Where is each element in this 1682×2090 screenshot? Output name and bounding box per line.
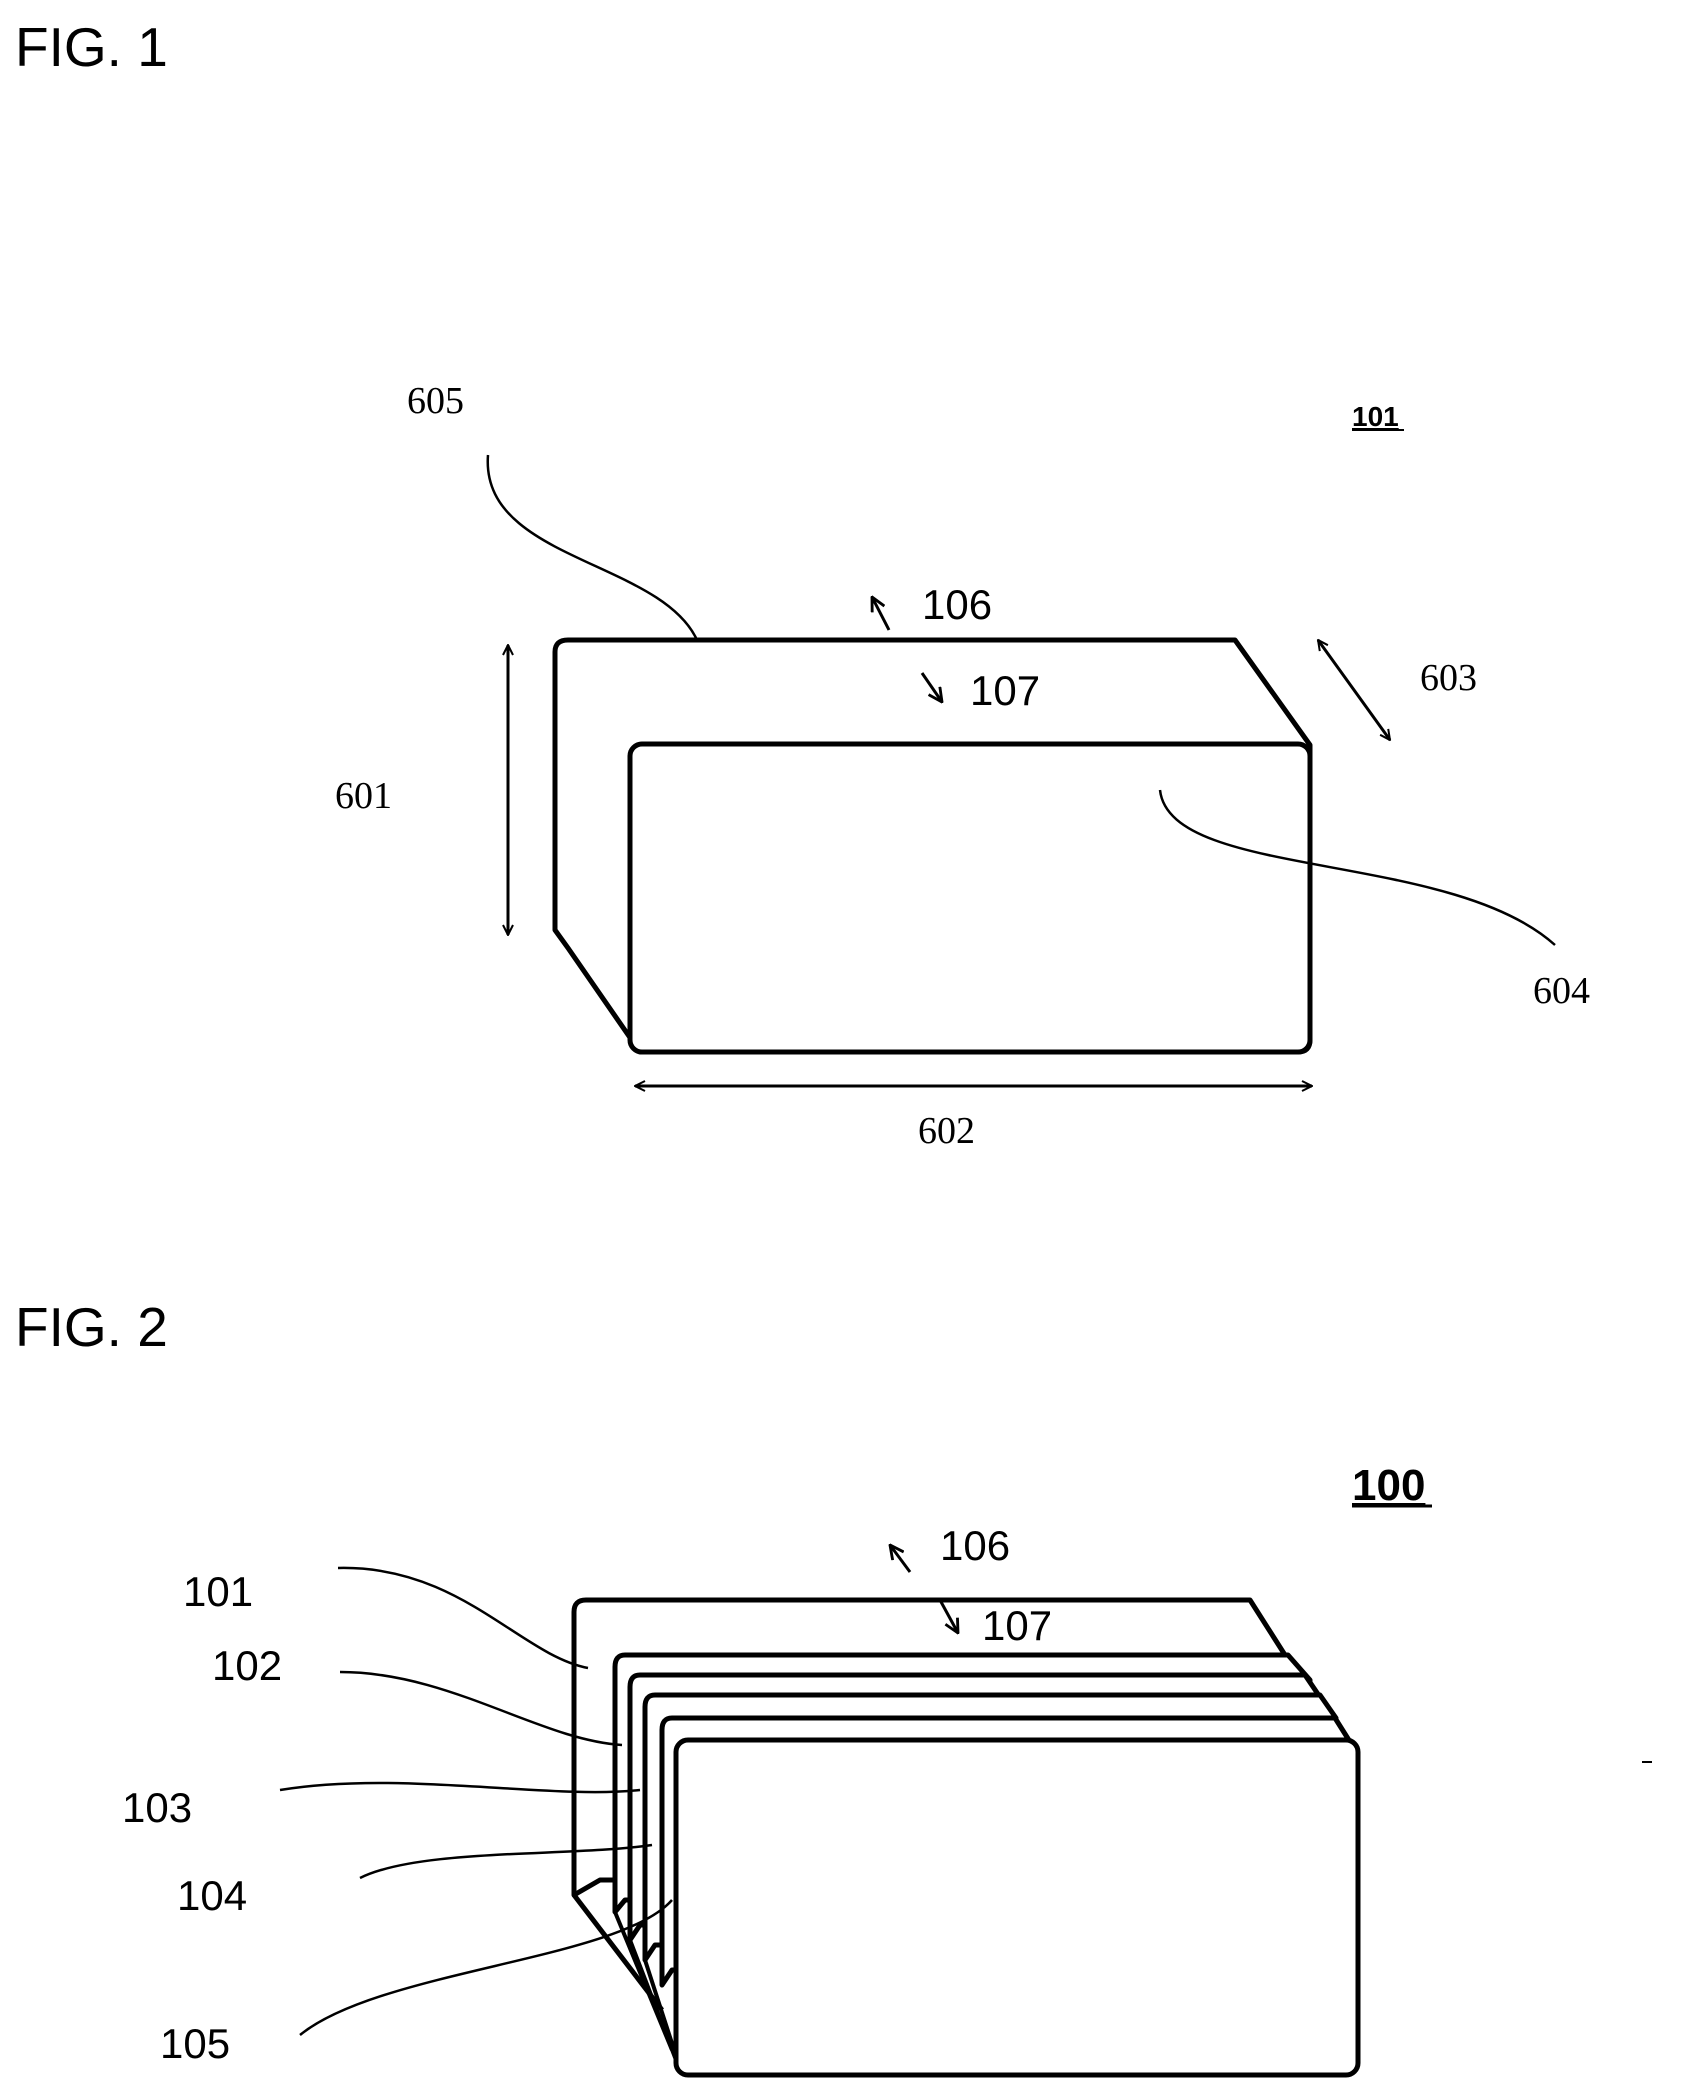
fig1-label-603: 603 [1420, 657, 1477, 699]
fig1-label-601: 601 [335, 775, 392, 817]
fig2-label-104: 104 [177, 1872, 247, 1919]
fig2-label-103: 103 [122, 1784, 192, 1831]
fig1-ref-number: 101 [1352, 401, 1399, 432]
fig2-card-front [676, 1740, 1358, 2075]
fig2-label-102: 102 [212, 1642, 282, 1689]
fig2-ref-number: 100 [1352, 1461, 1425, 1510]
fig1-label-106: 106 [922, 581, 992, 628]
fig2-up-arrow [890, 1545, 910, 1572]
fig2-label-107: 107 [982, 1602, 1052, 1649]
fig2-label-105: 105 [160, 2020, 230, 2067]
fig1-up-arrow [872, 597, 889, 630]
fig1-label-605: 605 [407, 380, 464, 422]
figure-1: FIG. 1 101 605 106 107 603 601 604 602 [15, 16, 1590, 1152]
fig1-label-602: 602 [918, 1110, 975, 1152]
fig1-label-107: 107 [970, 667, 1040, 714]
figure-2: FIG. 2 100 106 107 101 102 103 104 105 [15, 1296, 1652, 2075]
fig2-label-106: 106 [940, 1522, 1010, 1569]
fig2-label-101: 101 [183, 1568, 253, 1615]
fig2-leader-105 [300, 1900, 672, 2035]
fig1-front-face [630, 744, 1310, 1052]
fig1-label-604: 604 [1533, 970, 1590, 1012]
fig1-leader-605 [488, 455, 697, 640]
fig1-title: FIG. 1 [15, 16, 168, 78]
fig2-leader-101 [338, 1568, 588, 1668]
fig1-depth-arrow [1318, 640, 1390, 740]
fig2-title: FIG. 2 [15, 1296, 168, 1358]
